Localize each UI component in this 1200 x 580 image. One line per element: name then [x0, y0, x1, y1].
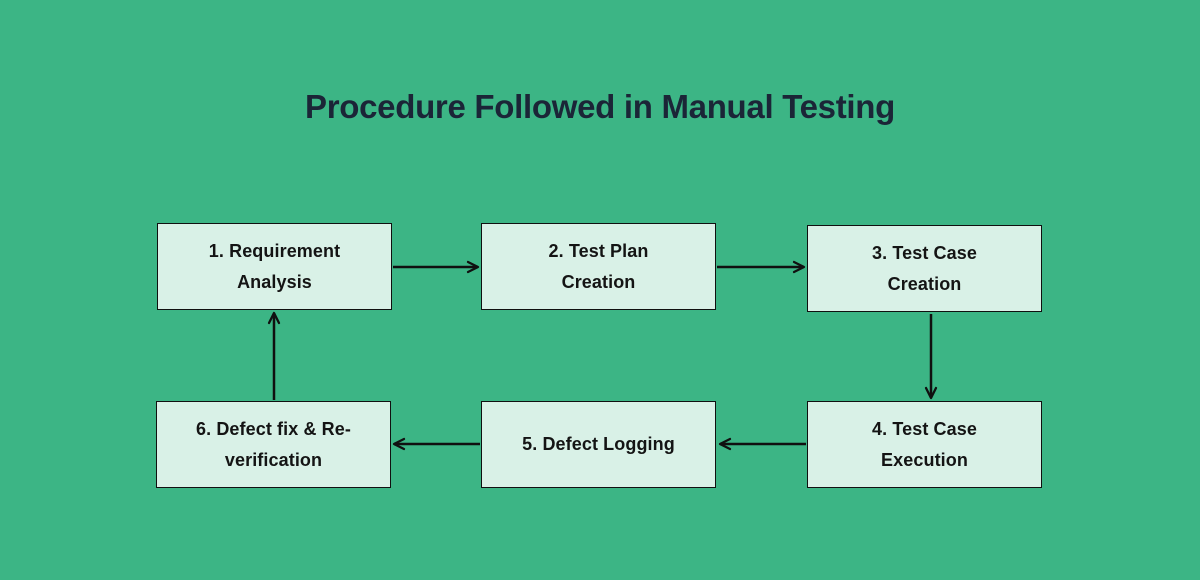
step-label-line: 1. Requirement: [208, 240, 341, 261]
step-label-line: 2. Test Plan: [548, 240, 649, 261]
step-label-line: 3. Test Case: [872, 242, 977, 263]
flow-step-test-case-execution: 4. Test Case Execution: [807, 401, 1042, 488]
step-label-line: Execution: [881, 449, 968, 470]
flow-step-defect-fix-reverification: 6. Defect fix & Re- verification: [156, 401, 391, 488]
flow-step-test-plan-creation: 2. Test Plan Creation: [481, 223, 716, 310]
step-label-line: Analysis: [237, 271, 312, 292]
step-label-line: verification: [224, 449, 323, 470]
flow-step-test-case-creation: 3. Test Case Creation: [807, 225, 1042, 312]
step-label-line: Creation: [561, 271, 636, 292]
step-label-line: 6. Defect fix & Re-: [196, 418, 351, 439]
flow-step-defect-logging: 5. Defect Logging: [481, 401, 716, 488]
flow-step-requirement-analysis: 1. Requirement Analysis: [157, 223, 392, 310]
step-label-line: 4. Test Case: [872, 418, 977, 439]
diagram-title: Procedure Followed in Manual Testing: [305, 88, 895, 125]
step-label-line: Creation: [887, 273, 962, 294]
step-label-line: 5. Defect Logging: [522, 434, 675, 454]
